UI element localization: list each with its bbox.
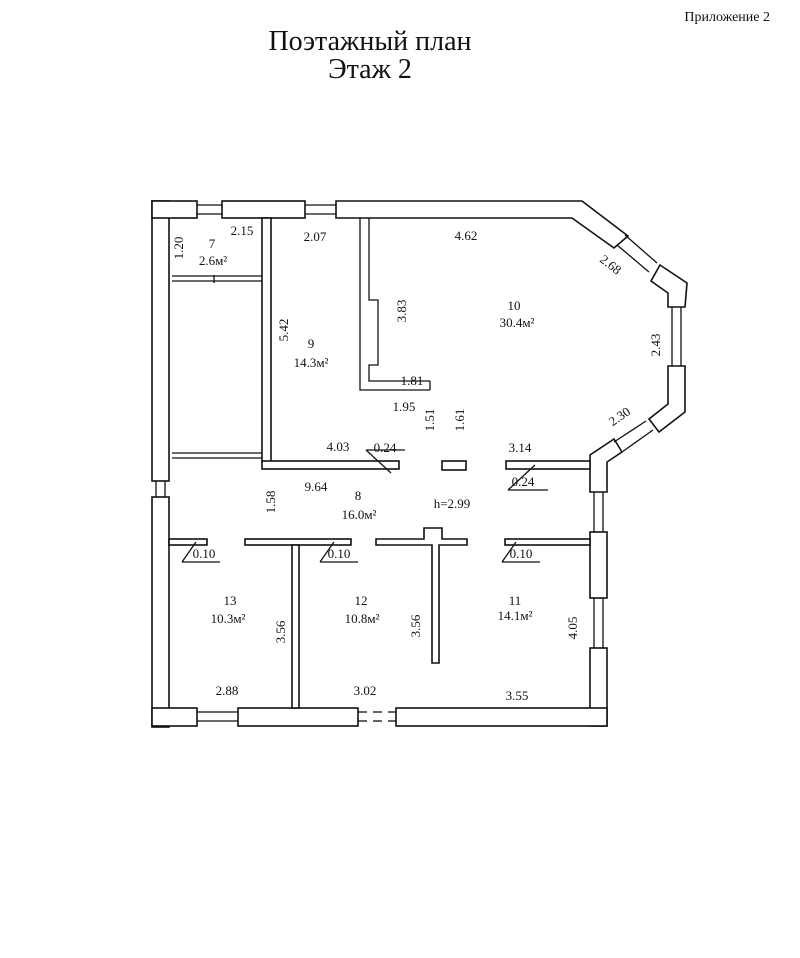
wall-top-b <box>221 200 306 219</box>
dim-label: 4.03 <box>327 439 350 454</box>
wall-corridor-left <box>261 460 400 470</box>
dim-label: 1.20 <box>171 237 186 260</box>
dim-label: 2.30 <box>606 404 633 429</box>
dim-label: 3.56 <box>408 614 423 637</box>
interior-walls <box>168 217 591 722</box>
dim-label: 3.02 <box>354 683 377 698</box>
wall-12-top <box>244 538 352 546</box>
dim-label: 1.81 <box>401 373 424 388</box>
dim-label: 0.10 <box>328 546 351 561</box>
wall-bottom-c <box>395 707 608 727</box>
ceiling-height: h=2.99 <box>434 496 471 511</box>
room-area: 16.0м² <box>342 507 377 522</box>
dim-label: 3.55 <box>506 688 529 703</box>
dim-label: 1.61 <box>452 409 467 432</box>
room-area: 14.1м² <box>498 608 533 623</box>
wall-bottom-b <box>237 707 359 727</box>
dim-label: 5.42 <box>276 319 291 342</box>
dim-label: 2.68 <box>597 252 624 278</box>
room-number: 12 <box>355 593 368 608</box>
wall-7-9 <box>261 217 272 463</box>
dim-label: 2.88 <box>216 683 239 698</box>
dim-label: 2.15 <box>231 223 254 238</box>
room-area: 10.8м² <box>345 611 380 626</box>
dim-label: 3.14 <box>509 440 532 455</box>
dim-label: 4.62 <box>455 228 478 243</box>
room-number: 9 <box>308 336 315 351</box>
dim-label: 2.07 <box>304 229 327 244</box>
wall-bay-lower <box>647 365 686 434</box>
room-number: 7 <box>209 236 216 251</box>
dim-label: 3.83 <box>394 300 409 323</box>
room-number: 11 <box>509 593 522 608</box>
wall-right-mid <box>589 531 608 599</box>
wall-left-upper <box>151 200 170 482</box>
dimension-labels: 1.20 2.15 2.07 4.62 2.68 2.43 2.30 5.42 … <box>171 223 663 703</box>
thickness-markers <box>181 449 548 563</box>
dim-label: 0.10 <box>510 546 533 561</box>
dim-label: 3.56 <box>273 620 288 643</box>
room-area: 14.3м² <box>294 355 329 370</box>
wall-bottom-a <box>151 707 198 727</box>
wall-corridor-pillar <box>441 460 467 471</box>
floor-label: Этаж 2 <box>328 54 412 85</box>
wall-13-12 <box>291 544 300 709</box>
room-number: 8 <box>355 488 362 503</box>
dim-label: 1.58 <box>263 491 278 514</box>
wall-left-lower <box>151 496 170 728</box>
wall-12-11 <box>375 527 468 664</box>
dim-label: 0.24 <box>374 440 397 455</box>
wall-13-top <box>168 538 208 546</box>
wall-11-top <box>504 538 591 546</box>
dim-label: 2.43 <box>648 334 663 357</box>
exterior-walls <box>151 200 688 728</box>
room-area: 2.6м² <box>199 253 227 268</box>
room-area: 10.3м² <box>211 611 246 626</box>
dim-label: 1.51 <box>422 409 437 432</box>
room-number: 13 <box>224 593 237 608</box>
dim-label: 9.64 <box>305 479 328 494</box>
room-number: 10 <box>508 298 521 313</box>
room-labels: 7 2.6м² 9 14.3м² 10 30.4м² 8 16.0м² 13 1… <box>199 236 535 626</box>
wall-corridor-right <box>505 460 591 470</box>
wall-top-c <box>335 200 630 250</box>
wall-bay-corner <box>589 437 624 493</box>
room-area: 30.4м² <box>500 315 535 330</box>
windows <box>155 204 682 722</box>
dim-label: 0.24 <box>512 474 535 489</box>
dim-label: 0.10 <box>193 546 216 561</box>
page-title: Поэтажный план <box>268 26 472 57</box>
dim-label: 4.05 <box>565 617 580 640</box>
wall-bay-upper <box>649 263 688 308</box>
wall-top-a <box>151 200 198 219</box>
dim-label: 1.95 <box>393 399 416 414</box>
appendix-label: Приложение 2 <box>684 10 770 25</box>
